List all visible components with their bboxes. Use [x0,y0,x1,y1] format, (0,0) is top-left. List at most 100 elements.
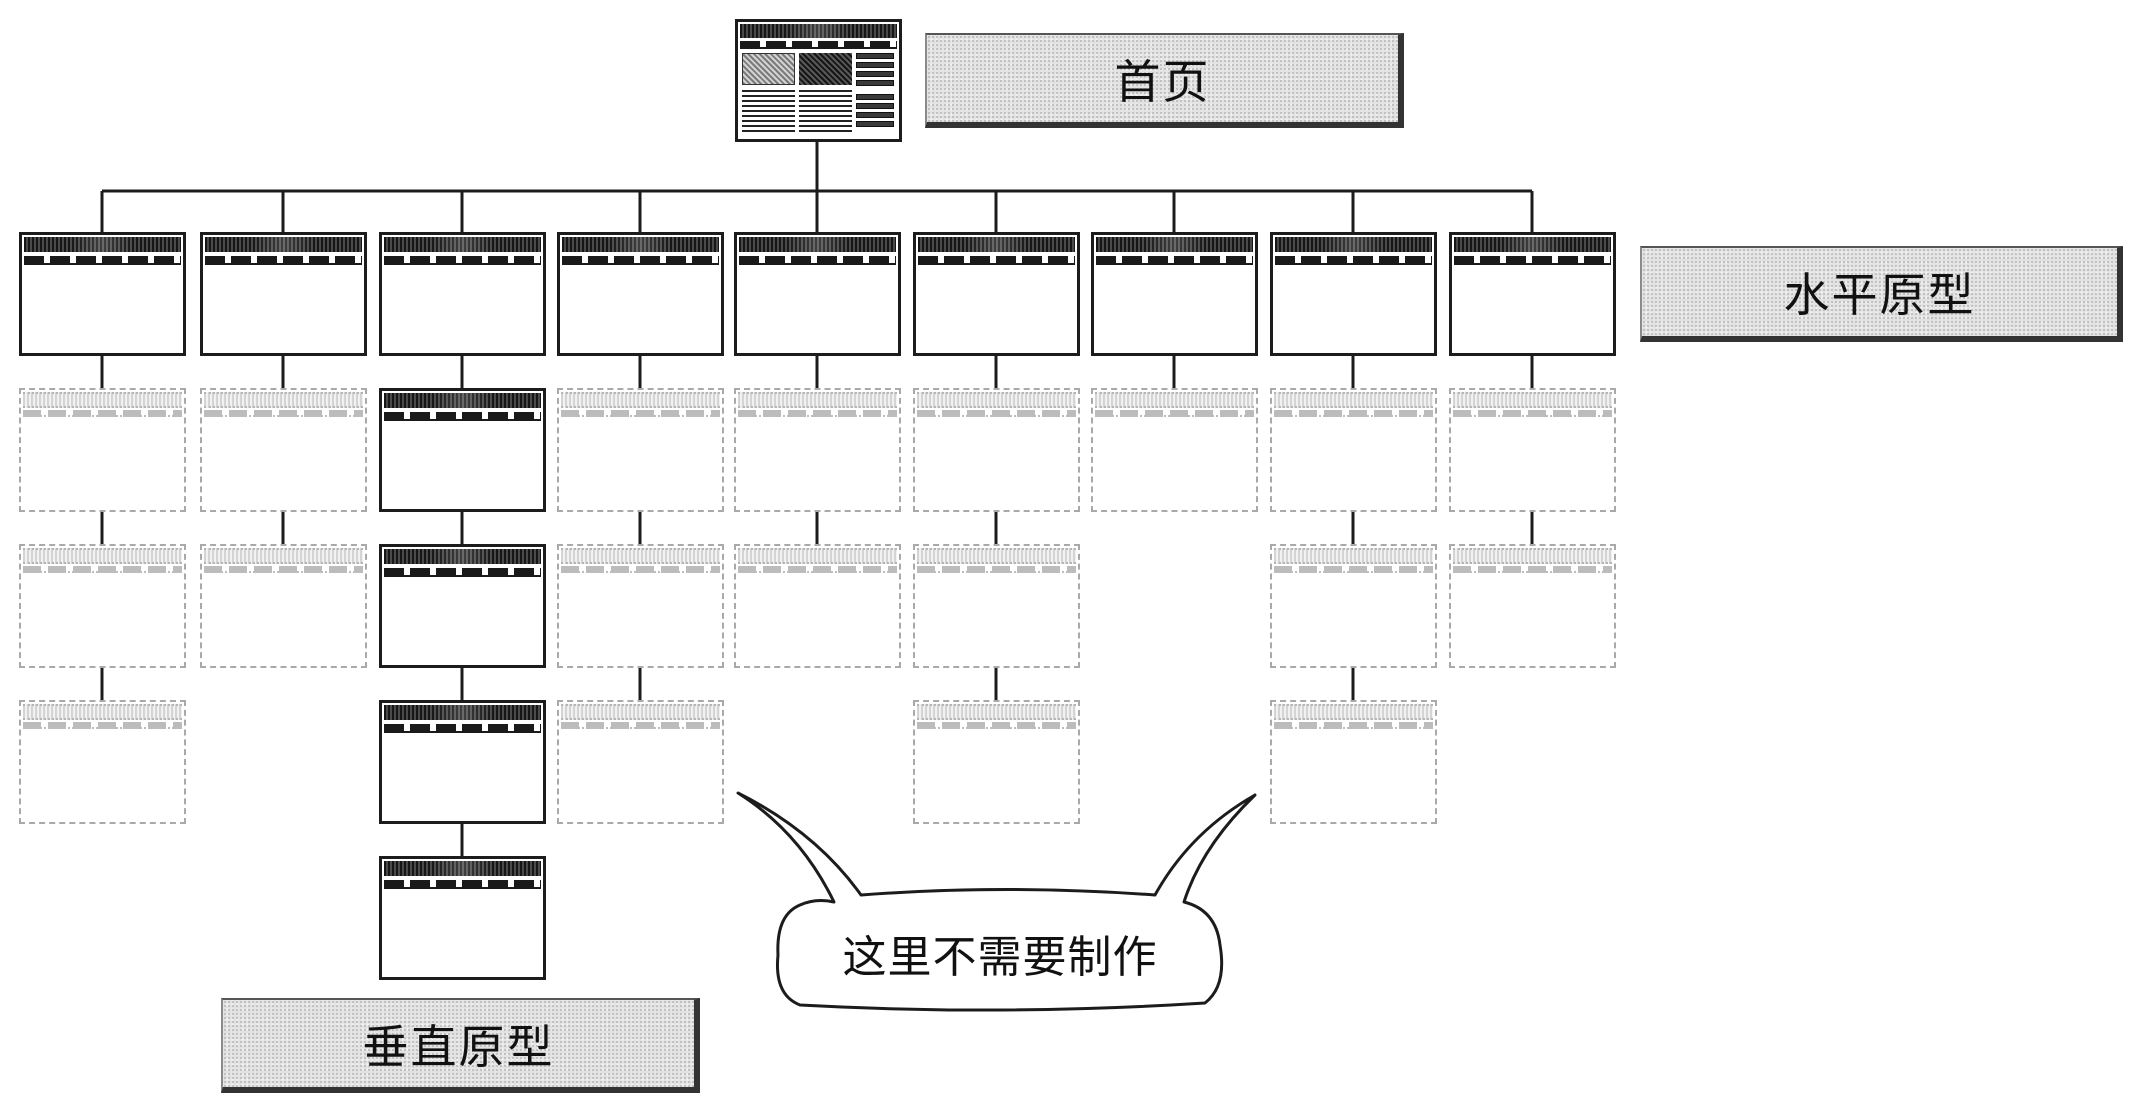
page-nav-bar [383,568,541,577]
unbuilt-subpage [912,700,1080,824]
page-nav-bar [1274,256,1432,265]
page-nav-bar [22,410,182,417]
speech-bubble [736,791,1257,1012]
unbuilt-subpage [556,544,724,668]
page-nav-bar [916,566,1076,573]
horizontal-prototype-page [378,232,546,356]
page-nav-bar [22,566,182,573]
page-nav-bar [23,256,181,265]
unbuilt-subpage [733,388,901,512]
unbuilt-subpage [18,700,186,824]
page-header-band [383,549,541,564]
page-header-band [561,237,719,252]
unbuilt-subpage [199,388,367,512]
page-nav-bar [1453,256,1611,265]
page-header-band [204,237,362,252]
unbuilt-subpage [1090,388,1258,512]
page-nav-bar [560,566,720,573]
horizontal-prototype-label: 水平原型 [1640,246,2123,342]
page-nav-bar [383,880,541,889]
page-nav-bar [1273,410,1433,417]
page-header-band [383,393,541,408]
home-label-text: 首页 [1114,54,1211,109]
page-header-band [1273,548,1433,564]
vertical-prototype-page [378,544,546,668]
vertical-prototype-page [378,388,546,512]
page-header-band [1452,392,1612,408]
page-nav-bar [740,41,897,49]
sidebar-block [856,121,894,127]
page-header-band [916,704,1076,720]
page-nav-bar [737,410,897,417]
horizontal-prototype-page [199,232,367,356]
page-header-band [738,237,896,252]
unbuilt-subpage [1269,700,1437,824]
page-nav-bar [1095,256,1253,265]
page-header-band [23,237,181,252]
page-nav-bar [917,256,1075,265]
page-nav-bar [1452,566,1612,573]
vertical-prototype-page [378,856,546,980]
unbuilt-subpage [1448,544,1616,668]
unbuilt-subpage [556,700,724,824]
horizontal-prototype-page [1090,232,1258,356]
unbuilt-subpage [1269,544,1437,668]
page-header-band [1094,392,1254,408]
sidebar-block [856,53,894,59]
horizontal-prototype-page [1448,232,1616,356]
vertical-prototype-page [378,700,546,824]
page-nav-bar [560,722,720,729]
page-header-band [203,392,363,408]
sidebar-block [856,94,894,100]
page-header-band [737,392,897,408]
page-header-band [22,392,182,408]
unbuilt-subpage [733,544,901,668]
page-nav-bar [737,566,897,573]
page-header-band [1095,237,1253,252]
page-nav-bar [1452,410,1612,417]
unbuilt-subpage [1269,388,1437,512]
horizontal-prototype-page [733,232,901,356]
page-header-band [22,704,182,720]
unbuilt-subpage [912,388,1080,512]
page-nav-bar [203,410,363,417]
unbuilt-subpage [18,388,186,512]
sidebar-block [856,112,894,118]
horizontal-prototype-page [556,232,724,356]
sidebar-block [856,103,894,109]
page-nav-bar [383,724,541,733]
page-header-band [916,548,1076,564]
callout-text: 这里不需要制作 [842,932,1158,983]
unbuilt-subpage [556,388,724,512]
page-nav-bar [1273,722,1433,729]
feature-image-block [799,53,852,85]
page-nav-bar [204,256,362,265]
page-header-band [383,705,541,720]
page-header-band [22,548,182,564]
page-header-band [203,548,363,564]
sidebar-block [856,62,894,68]
page-nav-bar [560,410,720,417]
page-nav-bar [1094,410,1254,417]
horizontal-prototype-label-text: 水平原型 [1783,268,1976,322]
sidebar-block [856,80,894,86]
horizontal-prototype-page [1269,232,1437,356]
page-header-band [560,704,720,720]
page-nav-bar [383,256,541,265]
page-header-band [1452,548,1612,564]
banner-image-block [742,53,795,85]
vertical-prototype-label: 垂直原型 [221,998,700,1093]
page-nav-bar [383,412,541,421]
page-header-band [560,392,720,408]
text-lines-block [799,90,852,134]
horizontal-prototype-page [18,232,186,356]
sidebar-block [856,71,894,77]
page-header-band [1273,704,1433,720]
vertical-prototype-label-text: 垂直原型 [362,1019,555,1074]
unbuilt-subpage [912,544,1080,668]
homepage-thumbnail [735,19,902,142]
